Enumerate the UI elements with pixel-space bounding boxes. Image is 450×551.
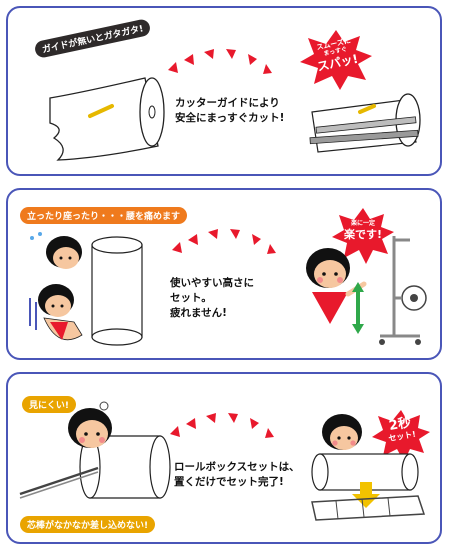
panel2-problem-tag: 立ったり座ったり・・・腰を痛めます	[20, 207, 188, 224]
panel3-problem-tag-top: 見にくい!	[22, 396, 76, 413]
burst-badge	[372, 410, 430, 462]
caption-line: ロールボックスセットは、	[174, 461, 300, 473]
character-with-stand-illustration	[306, 236, 427, 345]
character-inserting-rod-illustration	[19, 401, 171, 499]
burst-line: 楽に一定	[350, 220, 375, 227]
flow-arrow	[168, 49, 272, 74]
characters-struggling-illustration	[29, 232, 143, 346]
burst-badge	[300, 30, 372, 90]
panel1-caption: カッターガイドにより 安全にまっすぐカット!	[175, 96, 284, 126]
roll-with-guide-illustration	[309, 93, 421, 153]
caption-line: カッターガイドにより	[175, 97, 280, 109]
paper-roll-illustration	[49, 77, 165, 161]
panel3-problem-tag-bottom: 芯棒がなかなか差し込めない!	[20, 516, 156, 533]
panel3-caption: ロールボックスセットは、 置くだけでセット完了!	[174, 460, 300, 490]
burst-text: 楽に一定 楽です!	[335, 220, 391, 242]
caption-line: 置くだけでセット完了!	[174, 476, 284, 488]
caption-line: セット。	[170, 292, 212, 304]
caption-line: 使いやすい高さに	[170, 277, 254, 289]
roll-box-set-illustration	[311, 414, 426, 521]
caption-line: 疲れません!	[170, 307, 227, 319]
caption-line: 安全にまっすぐカット!	[175, 112, 285, 124]
burst-line: 楽です!	[343, 228, 383, 241]
panel2-caption: 使いやすい高さに セット。 疲れません!	[170, 276, 254, 321]
flow-arrow	[170, 413, 274, 438]
flow-arrow	[172, 229, 276, 254]
burst-badge	[332, 208, 394, 264]
